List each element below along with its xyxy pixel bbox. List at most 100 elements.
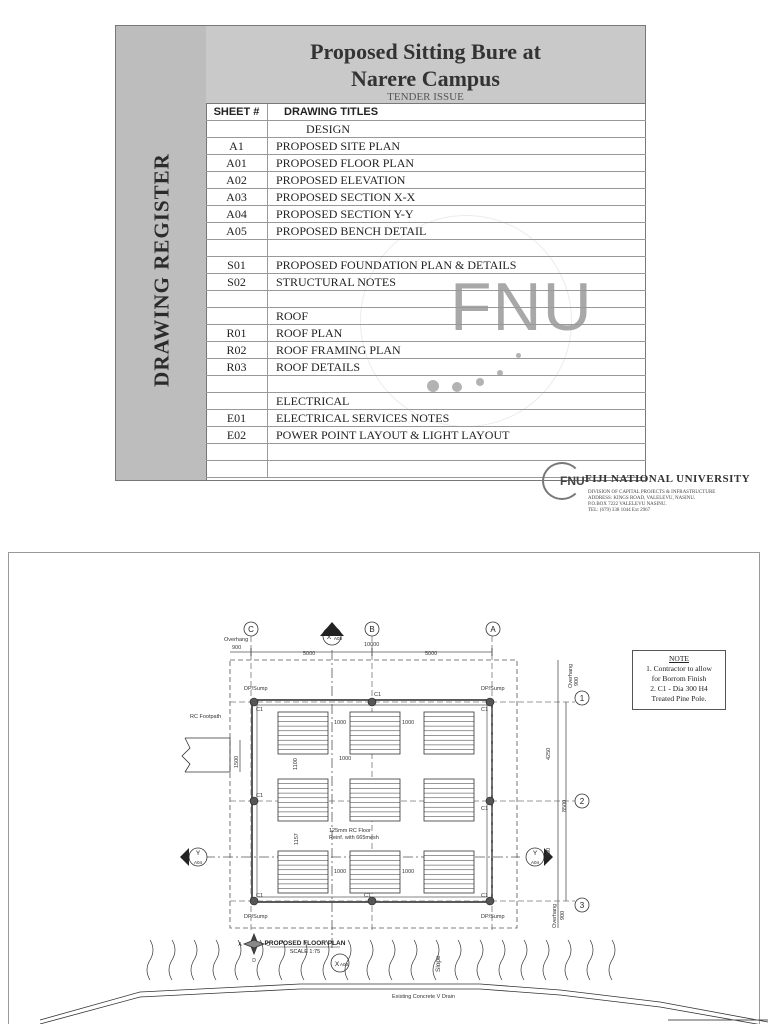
drawing-title: DESIGN (306, 122, 350, 136)
ground-bank-line (146, 939, 616, 981)
grid-label-3: 3 (580, 901, 585, 910)
column-label-c1: C1 (256, 793, 263, 799)
drawing-title: ROOF DETAILS (276, 360, 361, 374)
drain-edge-upper (39, 983, 768, 1023)
drawing-title: PROPOSED SECTION Y-Y (276, 207, 414, 221)
column-c1 (367, 697, 377, 707)
drain-edge-lower (39, 988, 759, 1024)
dim-900: 900 (232, 645, 241, 651)
register-header: Proposed Sitting Bure at Narere Campus T… (206, 25, 646, 104)
bench (349, 711, 401, 755)
overhang-label: Overhang (568, 664, 574, 688)
address-line: DIVISION OF CAPITAL PROJECTS & INFRASTRU… (588, 490, 716, 495)
grid-label-c: C (248, 625, 254, 634)
column-label-c1: C1 (256, 707, 263, 713)
sheet-number (206, 240, 268, 257)
note-title: NOTE (669, 654, 689, 663)
note-item-number: 1. (646, 664, 652, 673)
column-label-c1: C1 (364, 893, 371, 899)
plan-scale: SCALE 1:75 (290, 949, 320, 955)
register-row (206, 376, 646, 393)
address-line: TEL: (679) 338 1044 Ext 2967 (588, 508, 651, 513)
grid-bubble-2 (574, 793, 590, 809)
section-label-y: Y (196, 850, 201, 857)
column-header-titles: DRAWING TITLES (284, 106, 379, 118)
section-ref-a03: A03 (340, 962, 349, 967)
grid-bubble-b (364, 621, 380, 637)
sheet-number: A03 (206, 189, 268, 206)
drawing-title: ELECTRICAL SERVICES NOTES (276, 411, 450, 425)
sheet-number: R03 (206, 359, 268, 376)
section-arrow-icon (544, 848, 553, 866)
floor-note-line2: Reinf. with 665mesh (329, 835, 379, 841)
bench (423, 850, 475, 894)
overhang-label: Overhang (224, 637, 248, 643)
dim-1500: 1500 (234, 756, 240, 768)
column-label-c1: C1 (481, 806, 488, 812)
section-ref-a04: A04 (194, 860, 203, 865)
project-title-line1: Proposed Sitting Bure at (310, 39, 541, 64)
register-row: S01 PROPOSED FOUNDATION PLAN & DETAILS (206, 257, 646, 274)
register-row: E01 ELECTRICAL SERVICES NOTES (206, 410, 646, 427)
drawing-title: ROOF PLAN (276, 326, 343, 340)
rc-footpath (185, 737, 231, 773)
watermark-dot (427, 380, 439, 392)
drain-label: Existing Concrete V Drain (392, 994, 455, 1000)
bench (277, 850, 329, 894)
section-ref-a04: A04 (531, 860, 540, 865)
dp-sump-label: DP/Sump (244, 914, 268, 920)
register-row (206, 291, 646, 308)
register-row: DESIGN (206, 121, 646, 138)
sheet-number: A04 (206, 206, 268, 223)
column-c1 (367, 896, 377, 906)
footpath-break-line (181, 737, 191, 773)
drawing-title: POWER POINT LAYOUT & LIGHT LAYOUT (276, 428, 510, 442)
sheet-number: S01 (206, 257, 268, 274)
grid-label-2: 2 (580, 797, 585, 806)
column-c1 (249, 697, 259, 707)
sheet-number: E01 (206, 410, 268, 427)
note-item-number: 2. (650, 684, 656, 693)
rc-footpath-label: RC Footpath (190, 714, 221, 720)
drawing-title: ROOF (276, 309, 309, 323)
fnu-logo-block: FNU FIJI NATIONAL UNIVERSITY DIVISION OF… (540, 462, 760, 522)
drawing-title: PROPOSED SECTION X-X (276, 190, 416, 204)
address-line: ADDRESS: KINGS ROAD, VALELEVU, NASINU. (588, 496, 696, 501)
compass-label-e: C (266, 942, 270, 948)
column-label-c1: C1 (256, 893, 263, 899)
compass-label-s: D (252, 958, 256, 964)
floor-note-line1: 125mm RC Floor (329, 828, 371, 834)
drawing-title: ROOF FRAMING PLAN (276, 343, 401, 357)
drawing-title: PROPOSED FOUNDATION PLAN & DETAILS (276, 258, 517, 272)
bench (349, 778, 401, 822)
sheet-number: R01 (206, 325, 268, 342)
drawing-title: STRUCTURAL NOTES (276, 275, 396, 289)
sheet-number (206, 121, 268, 138)
column-label-c1: C1 (481, 707, 488, 713)
issue-label: TENDER ISSUE (387, 91, 464, 103)
sheet-number: A05 (206, 223, 268, 240)
watermark-dot (452, 382, 462, 392)
address-line: P.O.BOX 7222 VALELEVU NASINU. (588, 502, 667, 507)
section-ref-a03: A03 (334, 636, 343, 641)
dim-bench-gap: 1000 (402, 869, 414, 875)
sheet-number: E02 (206, 427, 268, 444)
project-title-line2: Narere Campus (351, 66, 500, 91)
register-row (206, 444, 646, 461)
plan-title: PROPOSED FLOOR PLAN (265, 940, 346, 947)
grid-label-a: A (490, 625, 496, 634)
drawing-title: PROPOSED BENCH DETAIL (276, 224, 427, 238)
bench-group (277, 711, 475, 894)
register-row: A05 PROPOSED BENCH DETAIL (206, 223, 646, 240)
dim-4250: 4250 (546, 748, 552, 760)
column-c1 (485, 697, 495, 707)
university-name: FIJI NATIONAL UNIVERSITY (585, 473, 751, 485)
dim-bench-row: 1000 (339, 756, 351, 762)
dp-sump-label: DP/Sump (244, 686, 268, 692)
sheet-number: A1 (206, 138, 268, 155)
register-row: ROOF (206, 308, 646, 325)
